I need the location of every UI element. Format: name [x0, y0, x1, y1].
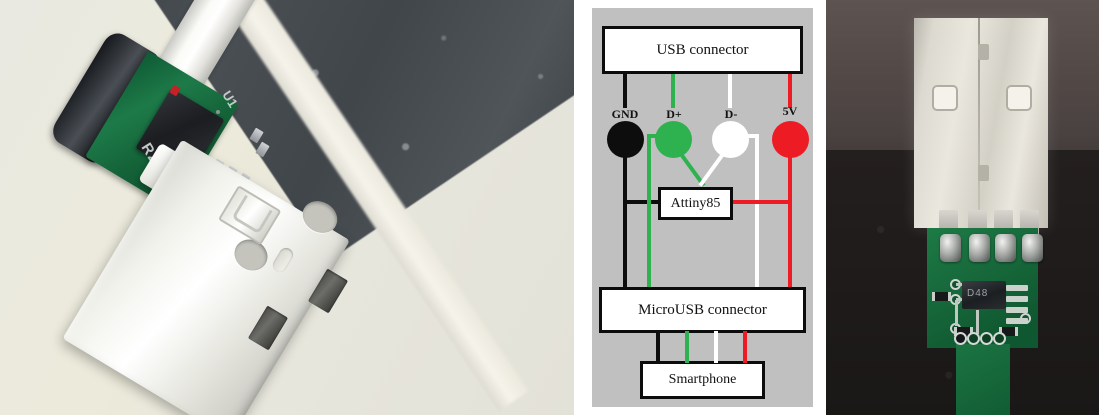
box-usb-connector: USB connector: [602, 26, 803, 74]
wire-dplus-top: [671, 74, 675, 108]
box-microusb-connector-label: MicroUSB connector: [638, 301, 767, 318]
chip-pin1-dot: [216, 110, 220, 114]
solder-joint: [1022, 234, 1043, 262]
usb-adapter-photo-right: D48: [826, 0, 1099, 415]
pcb-hole: [982, 334, 991, 343]
chip-marking: D48: [967, 288, 989, 299]
wire-dminus-diagonal-to-attiny: [698, 148, 728, 187]
pin-circle-5v: [772, 121, 809, 158]
pcb-trace: [955, 300, 958, 326]
solder-joint: [995, 234, 1016, 262]
box-smartphone-label: Smartphone: [668, 372, 737, 387]
wire-5v-trunk: [788, 156, 792, 289]
solder-joint: [969, 234, 990, 262]
usb-adapter-photo-left: R2 U1: [0, 0, 574, 415]
wire-dplus-elbow-h: [647, 134, 659, 138]
shell-seam: [978, 18, 980, 228]
shell-square-hole-right: [1006, 85, 1032, 111]
wire-phone-gnd: [656, 331, 660, 363]
via-hole: [952, 281, 959, 288]
wire-gnd-trunk: [623, 156, 627, 289]
pcb-pad-finger: [1006, 285, 1028, 291]
box-attiny85: Attiny85: [658, 187, 733, 220]
sot23-chip: [962, 281, 1006, 309]
wire-5v-top: [788, 74, 792, 108]
pcb-hole: [956, 334, 965, 343]
shell-notch-top: [978, 44, 989, 60]
smd-resistor: [1002, 327, 1015, 336]
shell-square-hole-left: [932, 85, 958, 111]
shell-notch-bottom: [978, 165, 989, 181]
wire-phone-dplus: [685, 331, 689, 363]
pin-label-gnd: GND: [611, 107, 639, 121]
pcb-hole-row: [956, 334, 1004, 343]
pin-circle-dminus: [712, 121, 749, 158]
wire-dminus-elbow-h: [745, 134, 759, 138]
box-smartphone: Smartphone: [640, 361, 765, 399]
pin-label-dplus: D+: [666, 107, 682, 121]
box-attiny85-label: Attiny85: [670, 195, 721, 211]
pcb-pad-finger: [1006, 296, 1028, 302]
wire-5v-to-attiny: [733, 200, 792, 204]
pcb-pad-finger: [1006, 307, 1028, 313]
solder-joint: [940, 234, 961, 262]
green-pcb-tail: [956, 344, 1010, 415]
wire-dplus-trunk: [647, 134, 651, 289]
box-usb-connector-label: USB connector: [656, 41, 749, 58]
pin-circle-gnd: [607, 121, 644, 158]
pcb-pad-finger: [1006, 318, 1028, 324]
via-hole: [952, 296, 959, 303]
wire-phone-5v: [743, 331, 747, 363]
pin-label-5v: 5V: [782, 104, 798, 118]
box-microusb-connector: MicroUSB connector: [599, 287, 806, 333]
pin-label-dminus: D-: [724, 107, 738, 121]
smd-resistor: [935, 292, 948, 301]
wire-phone-dminus: [714, 331, 718, 363]
pcb-hole: [995, 334, 1004, 343]
wire-dminus-top: [728, 74, 732, 108]
smd-resistor: [957, 327, 970, 336]
wire-dminus-trunk: [755, 134, 759, 289]
pin-circle-dplus: [655, 121, 692, 158]
wire-gnd-top: [623, 74, 627, 108]
wiring-block-diagram: GND D+ D- 5V USB connector Attiny85: [592, 8, 813, 407]
pcb-trace: [976, 310, 979, 334]
via-hole: [952, 325, 959, 332]
wire-gnd-to-attiny: [623, 200, 661, 204]
pcb-hole: [969, 334, 978, 343]
